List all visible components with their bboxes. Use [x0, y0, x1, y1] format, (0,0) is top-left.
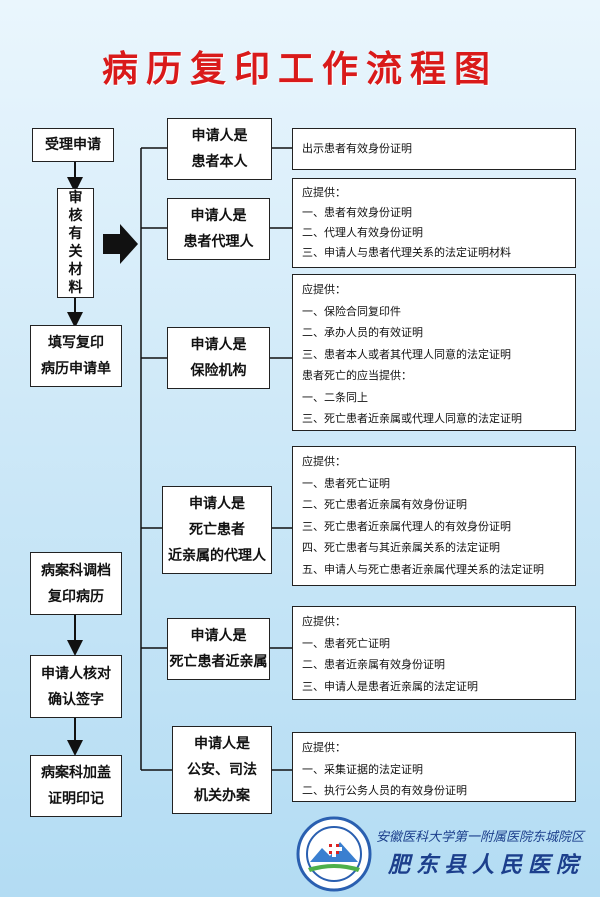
applicant-insurance: 申请人是 保险机构 [167, 327, 270, 389]
hospital-logo [296, 816, 372, 892]
step-accept-application: 受理申请 [32, 128, 114, 162]
step-verify-sign: 申请人核对 确认签字 [30, 655, 122, 718]
step-retrieve-copy: 病案科调档 复印病历 [30, 552, 122, 615]
big-right-arrow [103, 224, 138, 264]
applicant-patient-agent: 申请人是 患者代理人 [167, 198, 270, 260]
applicant-deceased-relative-agent: 申请人是 死亡患者 近亲属的代理人 [162, 486, 272, 574]
page-title: 病历复印工作流程图 [101, 49, 498, 90]
details-police-judicial: 应提供： 一、采集证据的法定证明 二、执行公务人员的有效身份证明 [292, 732, 576, 802]
details-deceased-relative-agent: 应提供： 一、患者死亡证明 二、死亡患者近亲属有效身份证明 三、死亡患者近亲属代… [292, 446, 576, 586]
details-patient-self: 出示患者有效身份证明 [292, 128, 576, 170]
details-insurance: 应提供： 一、保险合同复印件 二、承办人员的有效证明 三、患者本人或者其代理人同… [292, 274, 576, 431]
step-stamp-certificate: 病案科加盖 证明印记 [30, 755, 122, 817]
step-fill-application: 填写复印 病历申请单 [30, 325, 122, 387]
details-deceased-relative: 应提供： 一、患者死亡证明 二、患者近亲属有效身份证明 三、申请人是患者近亲属的… [292, 606, 576, 700]
applicant-police-judicial: 申请人是 公安、司法 机关办案 [172, 726, 272, 814]
step-review-materials: 审 核 有 关 材 料 [57, 188, 94, 298]
applicant-patient-self: 申请人是 患者本人 [167, 118, 272, 180]
hospital-affiliation: 安徽医科大学第一附属医院东城院区 [376, 830, 585, 845]
hospital-name: 肥东县人民医院 [388, 852, 585, 878]
applicant-deceased-relative: 申请人是 死亡患者近亲属 [167, 618, 270, 680]
details-patient-agent: 应提供： 一、患者有效身份证明 二、代理人有效身份证明 三、申请人与患者代理关系… [292, 178, 576, 268]
